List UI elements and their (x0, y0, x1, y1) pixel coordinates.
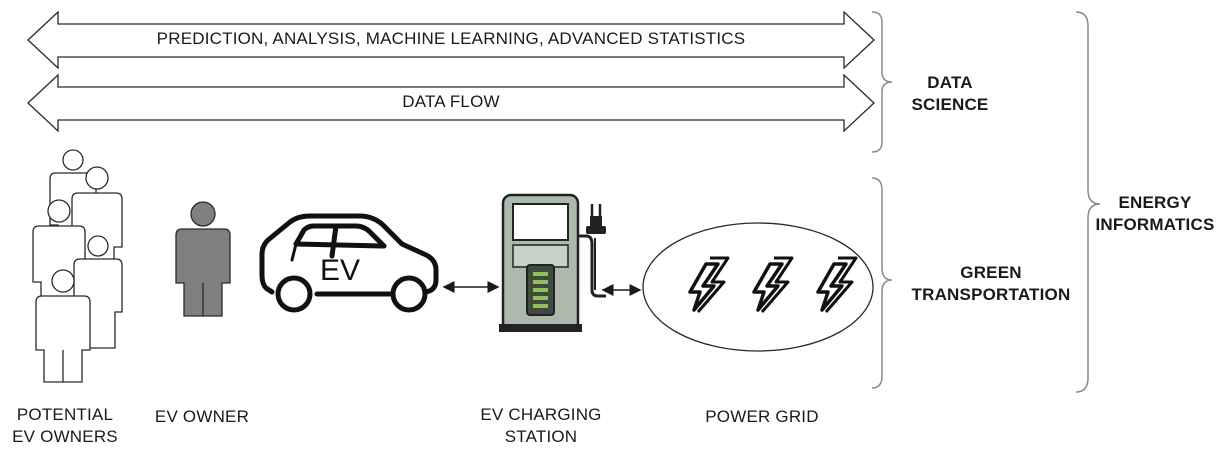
potential-ev-owners-icon (32, 149, 123, 383)
ev-car-icon (259, 213, 439, 313)
analysis-double-arrow (27, 10, 875, 70)
data-science-brace (871, 11, 893, 153)
lightning-bolt-icon (752, 256, 794, 313)
power-grid-label: POWER GRID (705, 407, 819, 426)
charging-station-icon (499, 193, 606, 332)
ev-car-badge: EV (320, 254, 361, 287)
ev-owner-label: EV OWNER (154, 407, 250, 426)
data-flow-double-arrow (27, 73, 875, 133)
analysis-arrow-label: PREDICTION, ANALYSIS, MACHINE LEARNING, … (156, 29, 746, 48)
ev-charging-station-label: EV CHARGING STATION (480, 405, 602, 446)
potential-ev-owners-label: POTENTIAL EV OWNERS (12, 405, 118, 446)
energy-informatics-label: ENERGY INFORMATICS (1095, 193, 1215, 234)
lightning-bolt-icon (688, 256, 730, 313)
ev-owner-icon (175, 201, 231, 317)
green-transportation-brace (871, 177, 893, 389)
lightning-bolt-icon (816, 256, 858, 313)
green-transportation-label: GREEN TRANSPORTATION (911, 263, 1071, 304)
data-science-label: DATA SCIENCE (911, 73, 989, 114)
power-grid-icon (642, 222, 874, 352)
energy-informatics-brace (1075, 11, 1101, 393)
data-flow-arrow-label: DATA FLOW (402, 92, 500, 111)
